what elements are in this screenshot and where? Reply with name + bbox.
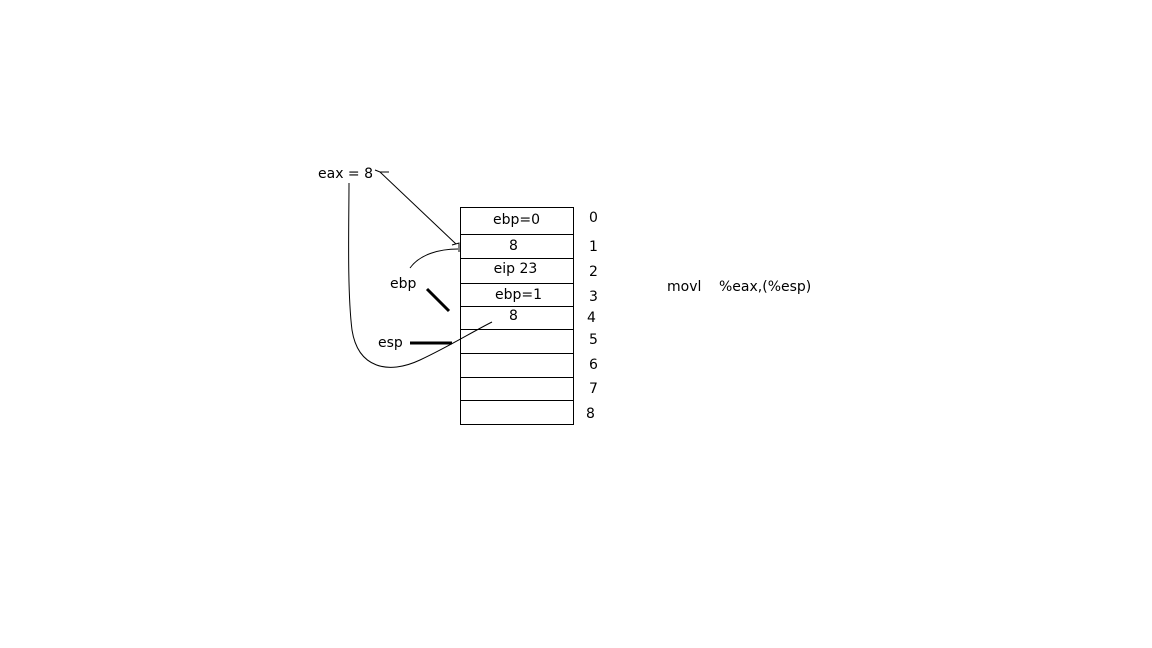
stack-cells — [460, 207, 574, 425]
ebp-pointer-label: ebp — [390, 276, 417, 292]
stack-index-5: 5 — [589, 332, 598, 348]
eax-arrow-shaft — [379, 171, 457, 245]
stack-index-1: 1 — [589, 239, 598, 255]
ebp-link-curve — [409, 248, 459, 269]
stack-cell-8 — [460, 400, 574, 425]
instruction-operands: %eax,(%esp) — [719, 279, 812, 295]
eax-arrow-head — [374, 169, 389, 173]
stack-cell-2-text: eip 23 — [493, 261, 538, 277]
cell1-bracket — [451, 242, 460, 252]
stack-index-2: 2 — [589, 264, 598, 280]
stack-index-7: 7 — [589, 381, 598, 397]
eax-value-label: eax = 8 — [318, 166, 374, 182]
stack-cell-7 — [460, 377, 574, 401]
eax-store-curve — [348, 182, 493, 368]
eax-arrow — [374, 169, 460, 252]
stack-index-4: 4 — [587, 310, 596, 326]
stack-cell-0-text: ebp=0 — [492, 212, 541, 228]
stack-cell-3-text: ebp=1 — [494, 287, 543, 303]
stack-cell-5 — [460, 329, 574, 354]
stack-index-3: 3 — [589, 289, 598, 305]
stack-cell-1-text: 8 — [509, 238, 518, 254]
stack-index-6: 6 — [589, 357, 598, 373]
instruction-mnemonic: movl — [667, 279, 702, 295]
esp-pointer-label: esp — [378, 335, 403, 351]
stack-cell-4-text: 8 — [509, 308, 518, 324]
stack-index-8: 8 — [586, 406, 595, 422]
ebp-pointer-marker — [425, 287, 451, 313]
stack-cell-6 — [460, 353, 574, 378]
stack-index-0: 0 — [589, 210, 598, 226]
